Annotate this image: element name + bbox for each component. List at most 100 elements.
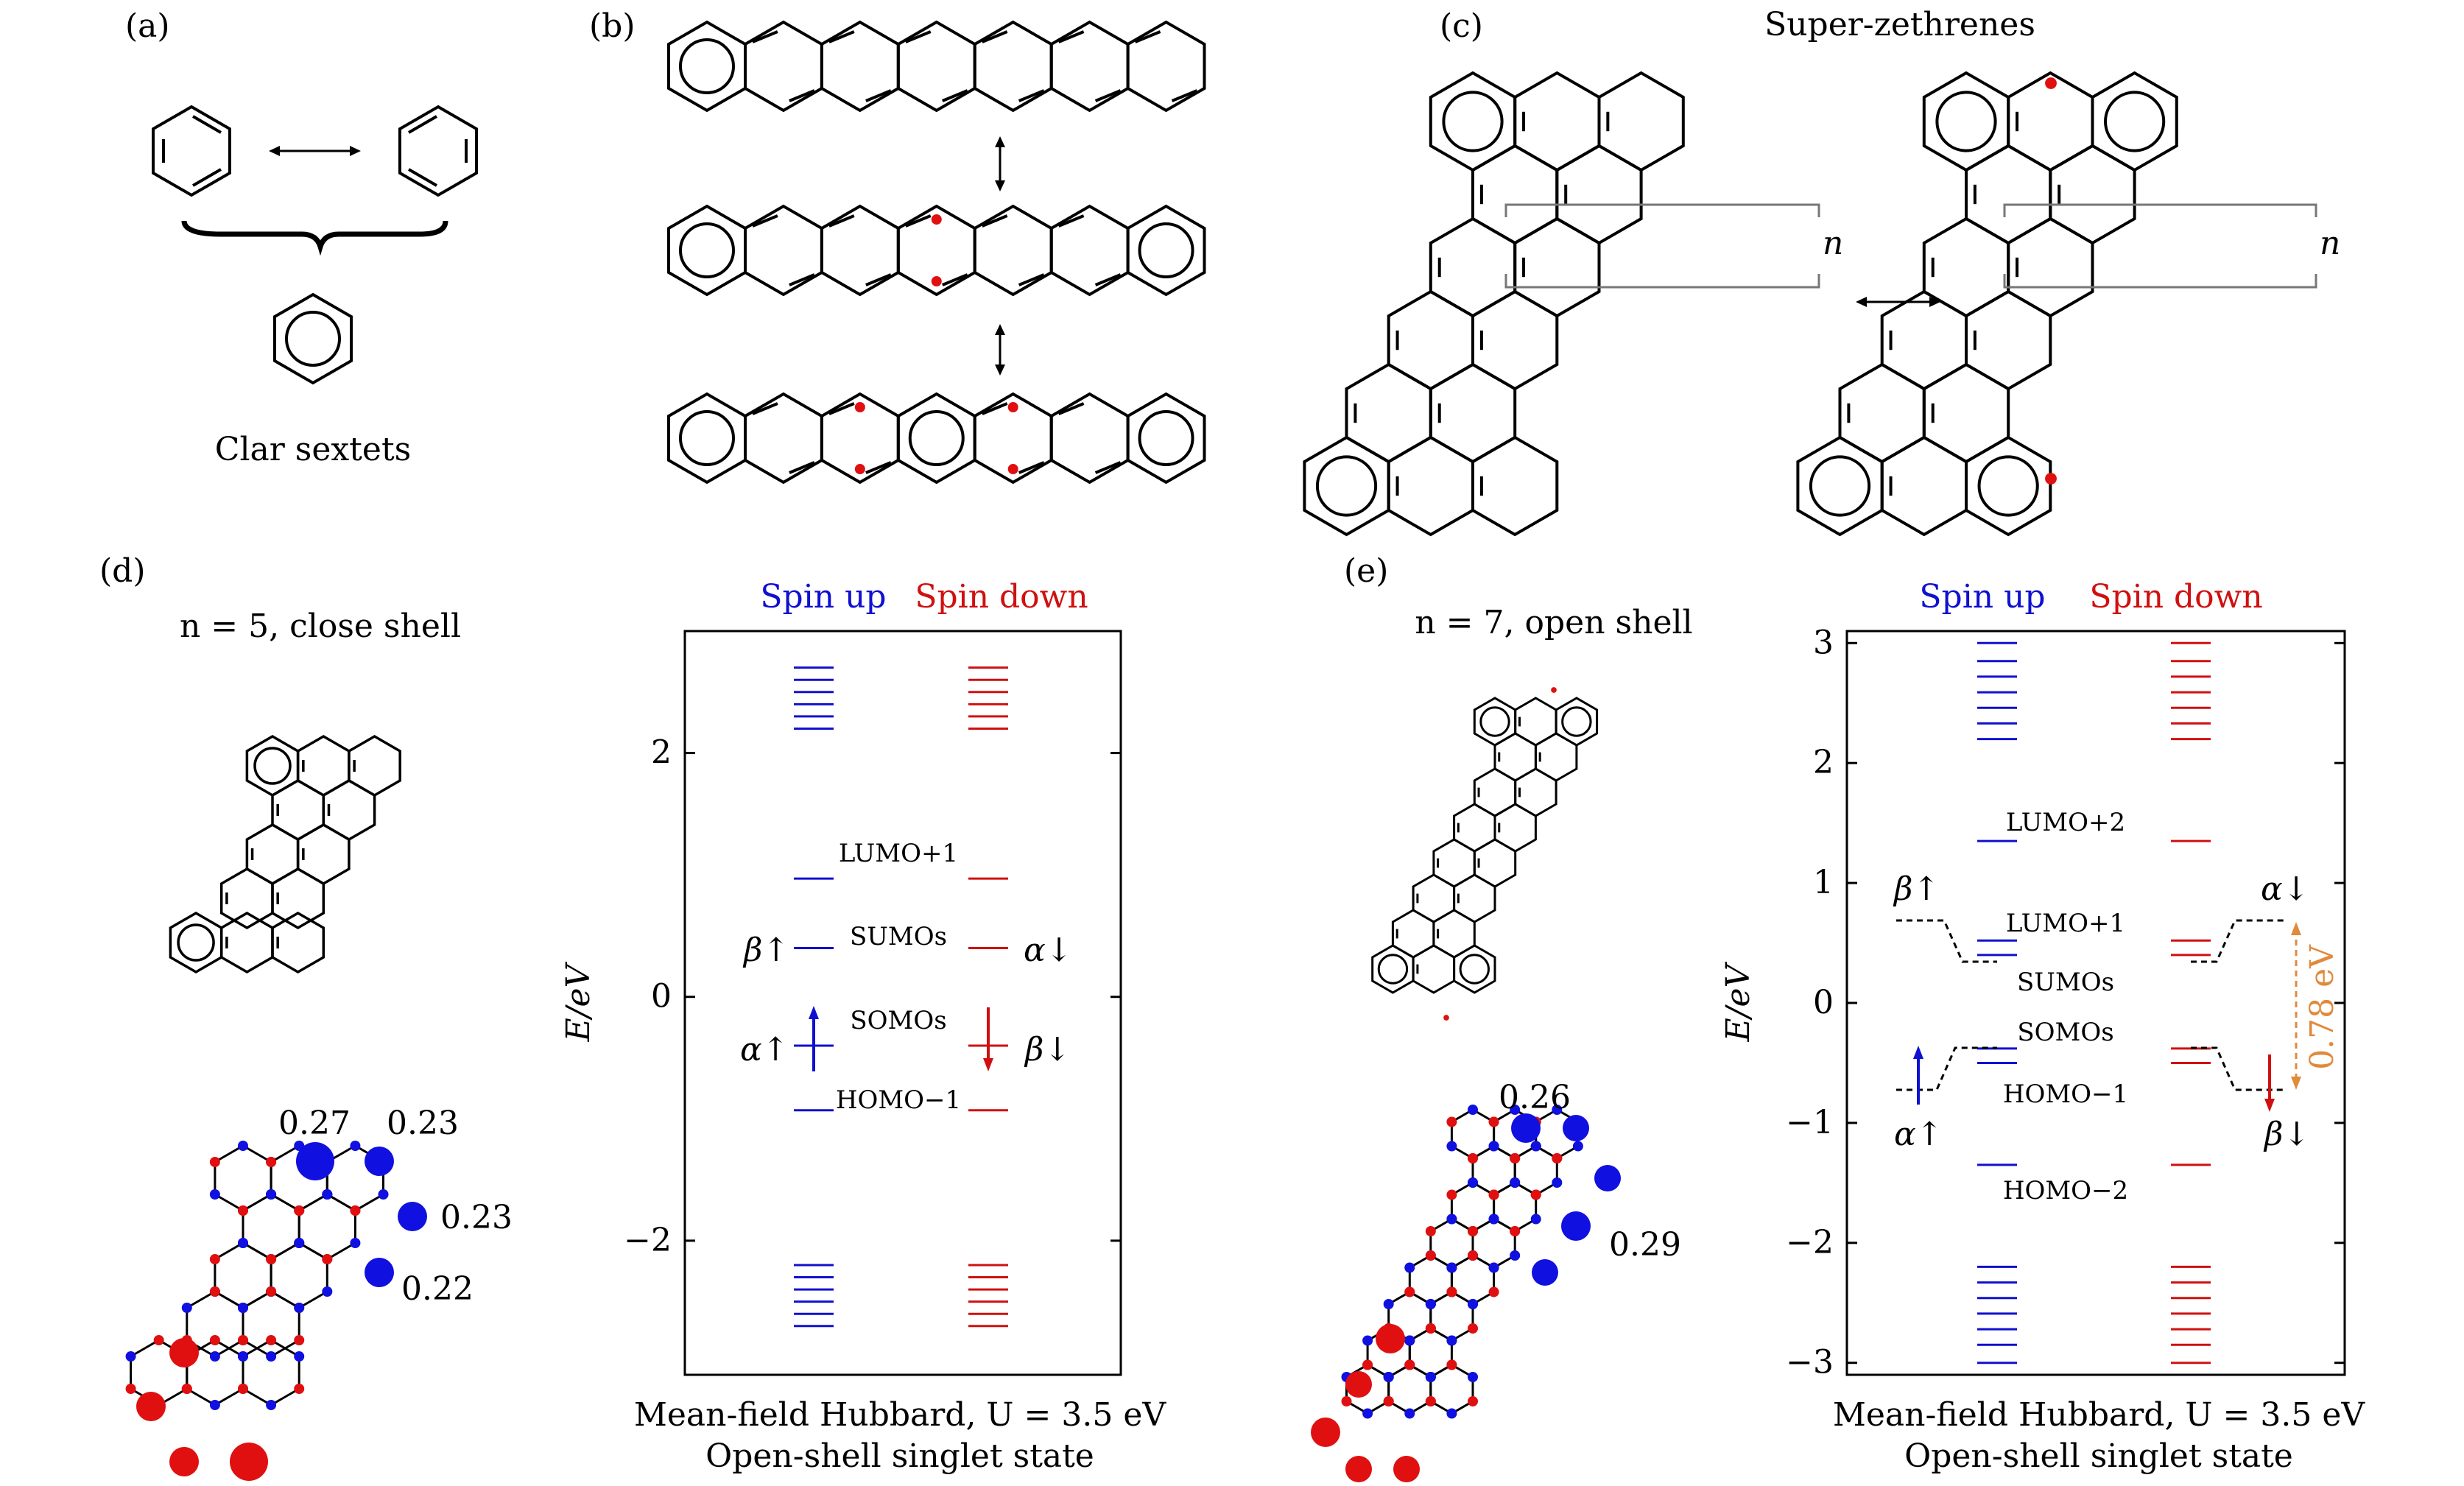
spin-site — [1468, 1323, 1478, 1334]
double-bond — [942, 273, 968, 286]
spin-site — [1446, 1359, 1457, 1370]
spin-site-large — [1376, 1324, 1405, 1353]
spin-site — [209, 1286, 220, 1297]
connector-dashes-2 — [1896, 919, 2287, 1091]
clar-circle — [1377, 954, 1409, 985]
y-tick-label: −2 — [624, 1222, 672, 1259]
spin-site — [266, 1335, 277, 1345]
panel-b-tag: (b) — [589, 7, 636, 45]
hex-ring — [1387, 289, 1474, 391]
spin-site — [209, 1254, 220, 1264]
spin-site-large — [1393, 1456, 1420, 1482]
hex-ring — [271, 911, 325, 974]
panel-c-title: Super-zethrenes — [1764, 6, 2035, 43]
spin-site — [1446, 1141, 1457, 1152]
double-bond — [1018, 273, 1045, 286]
hex-ring — [1429, 362, 1517, 464]
spin-site — [350, 1141, 361, 1151]
spin-site — [266, 1351, 277, 1362]
hex-ring — [1471, 435, 1559, 537]
energy-level-chart-n5: Spin up Spin down E/eV 20−2 LUMO+1 SUMOs… — [560, 578, 1166, 1475]
spin-site-large — [230, 1443, 268, 1481]
lattice-ring — [298, 1193, 356, 1261]
panel-e-subtitle: n = 7, open shell — [1415, 604, 1692, 641]
clar-circle — [2104, 91, 2166, 152]
gap-arrow-c2 — [2291, 922, 2301, 1090]
spin-site — [294, 1335, 305, 1345]
spin-site — [1510, 1250, 1521, 1261]
spin-site-large — [1563, 1115, 1589, 1141]
acene-ring — [744, 392, 823, 485]
double-bond — [1094, 461, 1122, 474]
spin-beta-down-c1: β↓ — [1024, 1031, 1071, 1068]
acene-ring — [1049, 204, 1130, 297]
spin-site — [266, 1189, 277, 1200]
spin-site — [238, 1384, 248, 1394]
spin-site — [1488, 1214, 1499, 1225]
acene-ring — [820, 20, 900, 113]
spin-site — [1446, 1116, 1457, 1127]
spin-site — [1488, 1141, 1499, 1152]
spin-site-large — [1532, 1259, 1558, 1286]
spin-site-large — [1594, 1165, 1621, 1191]
spin-site — [1468, 1153, 1478, 1163]
y-tick-label: 1 — [1813, 864, 1834, 901]
double-bond — [752, 30, 778, 43]
spin-site-large — [1561, 1211, 1591, 1241]
lattice-ring — [214, 1242, 272, 1309]
panel-a: (a) Clar sextets — [125, 7, 478, 468]
spin-site — [1510, 1226, 1521, 1236]
clar-circle — [908, 410, 965, 466]
spin-site — [1488, 1189, 1499, 1200]
spin-site — [294, 1205, 305, 1216]
radical-dot — [931, 276, 942, 286]
plot-frame-2 — [1845, 630, 2346, 1376]
panel-d-tag: (d) — [99, 552, 146, 590]
chart1-title: Mean-field Hubbard, U = 3.5 eV — [634, 1396, 1167, 1434]
double-bond — [1094, 89, 1122, 102]
panel-e: (e) n = 7, open shell 0.26 0.29 — [1311, 552, 1693, 1482]
ylabel-1: E/eV — [560, 961, 597, 1042]
lattice-ring — [1387, 1363, 1432, 1415]
spin-site — [1446, 1335, 1457, 1346]
levels-2 — [1977, 641, 2211, 1364]
y-tick-label: 3 — [1813, 624, 1834, 661]
repeat-bracket-left — [1504, 203, 1820, 289]
resonance-arrow-b2 — [995, 324, 1005, 376]
chart2-subtitle: Open-shell singlet state — [1904, 1437, 2293, 1475]
hex-ring — [1838, 362, 1926, 464]
y-tick-label: −2 — [1786, 1224, 1834, 1261]
spin-site — [266, 1286, 277, 1297]
spin-site — [1383, 1299, 1394, 1309]
spin-alpha-down-c1: α↓ — [1024, 932, 1073, 969]
label-homo1-c2: HOMO−1 — [2003, 1080, 2128, 1109]
panel-e-tag: (e) — [1344, 552, 1388, 590]
clar-circle — [1977, 455, 2039, 517]
spin-site — [1404, 1262, 1415, 1273]
double-bond — [865, 461, 892, 474]
spin-site — [209, 1189, 220, 1200]
spin-site-large — [365, 1147, 394, 1176]
double-bond — [942, 89, 968, 102]
acene-ring — [1126, 20, 1206, 113]
double-bond — [789, 89, 815, 102]
heptacene-structure-3 — [667, 392, 1206, 485]
y-tick-label: −1 — [1786, 1104, 1834, 1141]
resonance-arrow-b1 — [995, 136, 1005, 191]
clar-circle — [679, 38, 735, 94]
super-zethrene-n5-structure — [169, 734, 401, 974]
spin-alpha-up-c2: α↑ — [1894, 1116, 1943, 1153]
double-bond — [905, 214, 932, 228]
spin-site — [1510, 1177, 1521, 1188]
hex-ring — [1513, 71, 1601, 172]
panel-a-caption: Clar sextets — [215, 431, 411, 468]
clar-circle — [177, 923, 215, 962]
spin-site-large — [1345, 1371, 1372, 1398]
double-bond — [981, 30, 1008, 43]
spin-site — [1383, 1372, 1394, 1382]
acene-ring — [744, 204, 823, 297]
panel-b: (b) — [589, 7, 1206, 485]
y-tick-label: 2 — [1813, 744, 1834, 781]
